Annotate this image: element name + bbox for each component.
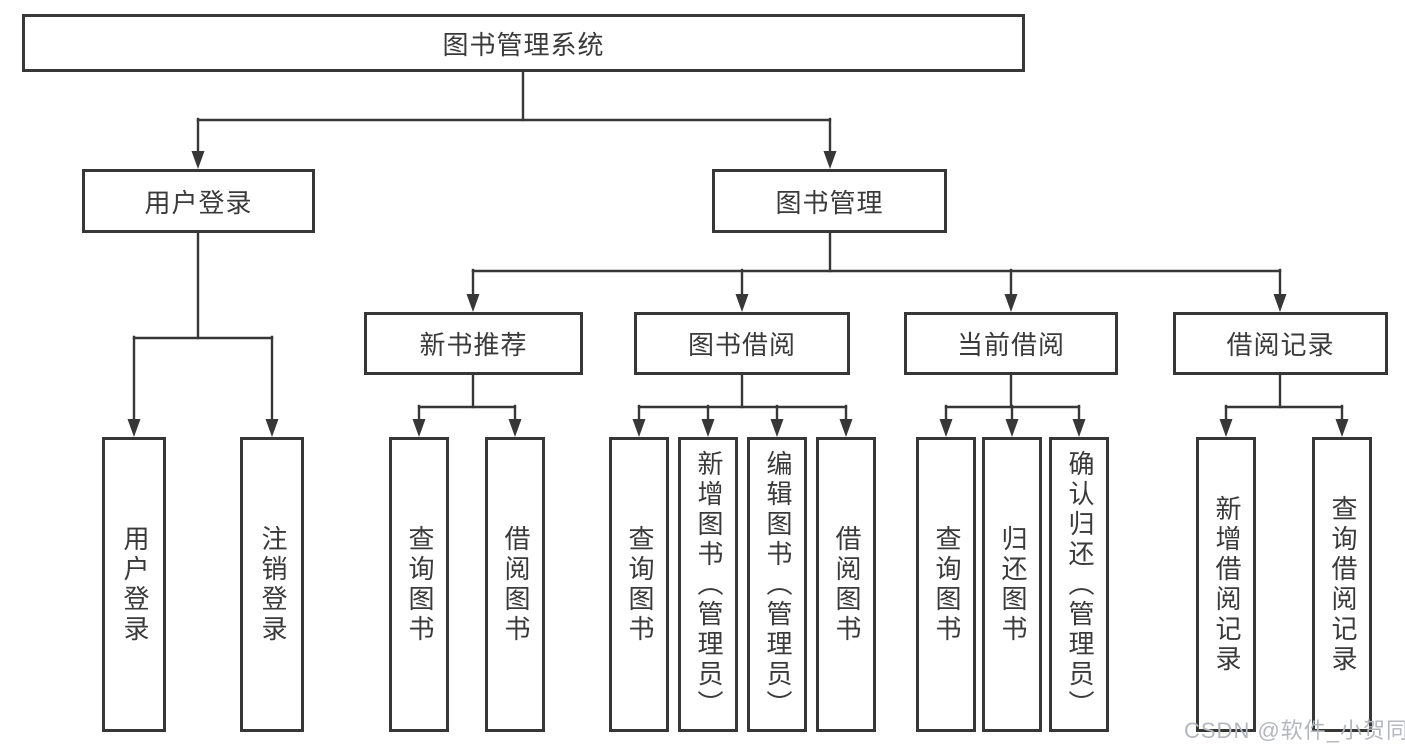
node-edit-book-admin: 编辑图书（管理员） [747, 437, 807, 732]
node-book-management: 图书管理 [712, 169, 947, 233]
node-new-book-recommendation: 新书推荐 [364, 312, 583, 375]
leaf-label: 新增图书（管理员） [693, 449, 724, 720]
leaf-label: 确认归还（管理员） [1064, 449, 1095, 720]
node-query-books: 查询图书 [916, 437, 976, 732]
leaf-label: 用户登录 [119, 524, 150, 645]
node-logout: 注销登录 [240, 437, 304, 732]
node-user-login-branch: 用户登录 [82, 169, 315, 233]
leaf-label: 借阅图书 [500, 524, 531, 645]
node-user-login-leaf: 用户登录 [102, 437, 166, 732]
leaf-label: 查询图书 [404, 524, 435, 645]
node-borrow-books: 借阅图书 [485, 437, 545, 732]
leaf-label: 编辑图书（管理员） [762, 449, 793, 720]
node-add-book-admin: 新增图书（管理员） [678, 437, 738, 732]
node-query-books: 查询图书 [389, 437, 449, 732]
node-library-system: 图书管理系统 [22, 14, 1025, 72]
leaf-label: 注销登录 [257, 524, 288, 645]
leaf-label: 借阅图书 [831, 524, 862, 645]
watermark: CSDN @软件_小贺同学 [1184, 718, 1405, 743]
node-borrowing-records: 借阅记录 [1173, 312, 1388, 375]
node-book-borrowing: 图书借阅 [634, 312, 850, 375]
node-borrow-books: 借阅图书 [816, 437, 876, 732]
leaf-label: 新增借阅记录 [1211, 494, 1242, 675]
leaf-label: 查询图书 [931, 524, 962, 645]
node-query-borrow-record: 查询借阅记录 [1312, 437, 1372, 732]
node-confirm-return-admin: 确认归还（管理员） [1049, 437, 1109, 732]
node-return-books: 归还图书 [982, 437, 1042, 732]
leaf-label: 查询借阅记录 [1327, 494, 1358, 675]
node-add-borrow-record: 新增借阅记录 [1196, 437, 1256, 732]
leaf-label: 归还图书 [997, 524, 1028, 645]
node-current-borrowing: 当前借阅 [904, 312, 1118, 375]
leaf-label: 查询图书 [624, 524, 655, 645]
node-query-books: 查询图书 [609, 437, 669, 732]
